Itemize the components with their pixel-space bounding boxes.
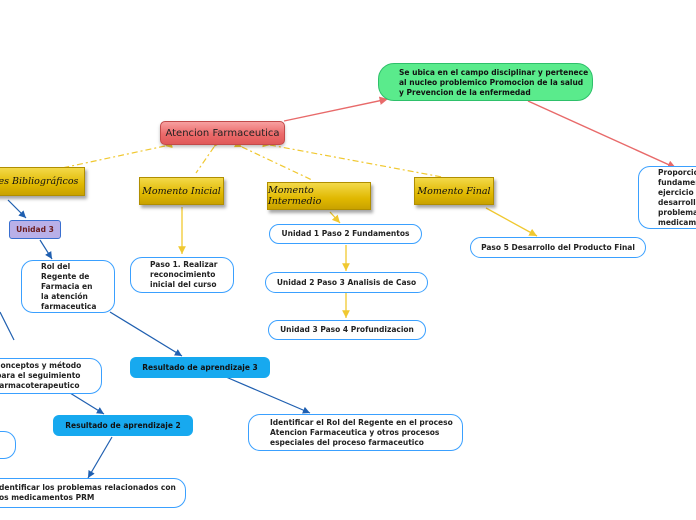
node-momento-intermedio[interactable]: Momento Intermedio [267,182,371,210]
link-rol-resultado3 [109,311,183,357]
node-label: Momento Intermedio [268,185,322,207]
link-left-conceptos [0,311,15,341]
node-label: Proporcio fundamen ejercicio c desarroll… [658,167,696,227]
node-label: Atencion Farmaceutica [165,127,280,139]
node-proporciona[interactable]: Proporcio fundamen ejercicio c desarroll… [638,166,696,229]
link-center-topright [283,96,389,122]
node-label: Unidad 1 Paso 2 Fundamentos [281,229,410,238]
node-label: Paso 1. Realizar reconocimiento inicial … [150,260,218,289]
link-final-paso5 [485,207,538,237]
node-resultado-3[interactable]: Resultado de aprendizaje 3 [130,357,270,378]
link-resultado3-identificar [225,376,311,414]
node-label: Se ubica en el campo disciplinar y perte… [399,68,589,97]
node-label: dentificar los problemas relacionados co… [0,483,176,502]
node-label: Rol del Regente de Farmacia en la atenci… [41,261,97,311]
node-label: Momento Final [417,185,491,197]
node-identificar-rol[interactable]: Identificar el Rol del Regente en el pro… [248,414,463,451]
node-momento-inicial[interactable]: Momento Inicial [139,177,224,205]
node-label: Identificar el Rol del Regente en el pro… [270,417,453,447]
node-campo-disciplinar[interactable]: Se ubica en el campo disciplinar y perte… [378,63,593,101]
node-conceptos-metodo[interactable]: conceptos y método para el seguimiento f… [0,358,102,394]
node-label: Paso 5 Desarrollo del Producto Final [481,242,635,252]
node-unidad2-paso3[interactable]: Unidad 2 Paso 3 Analisis de Caso [265,272,428,293]
node-rol-regente[interactable]: Rol del Regente de Farmacia en la atenci… [21,260,115,313]
node-label: Momento Inicial [142,185,221,197]
link-resultado2-prm [87,436,113,479]
link-center-inicial [195,139,222,174]
link-unidad3-rol [39,239,53,260]
node-label: conceptos y método para el seguimiento f… [0,361,82,390]
node-unidad-3[interactable]: Unidad 3 [9,220,61,239]
node-momento-final[interactable]: Momento Final [414,177,494,205]
node-unidad1-paso2[interactable]: Unidad 1 Paso 2 Fundamentos [269,224,422,244]
node-label: ntes Bibliográficos [0,176,79,187]
link-topright-farright [527,100,677,169]
link-center-intermedio [233,140,313,181]
node-atencion-farmaceutica[interactable]: Atencion Farmaceutica [160,121,285,145]
node-label: Unidad 2 Paso 3 Analisis de Caso [276,277,417,287]
link-conceptos-resultado2 [69,392,105,415]
link-fuentes-unidad3 [7,199,27,219]
link-center-final [262,140,443,178]
node-unidad3-paso4[interactable]: Unidad 3 Paso 4 Profundizacion [268,320,426,340]
link-intermedio-unidad1 [329,211,341,224]
link-center-fuentes [61,140,173,169]
node-identificar-prm[interactable]: dentificar los problemas relacionados co… [0,478,186,508]
node-label: Unidad 3 [16,225,54,234]
node-label: Resultado de aprendizaje 2 [65,421,181,430]
node-label: Resultado de aprendizaje 3 [142,363,258,372]
node-paso-1[interactable]: Paso 1. Realizar reconocimiento inicial … [130,257,234,293]
node-resultado-2[interactable]: Resultado de aprendizaje 2 [53,415,193,436]
node-label: Unidad 3 Paso 4 Profundizacion [280,325,414,334]
node-fuentes-bibliograficos[interactable]: ntes Bibliográficos [0,167,85,196]
node-paso-5[interactable]: Paso 5 Desarrollo del Producto Final [470,237,646,258]
